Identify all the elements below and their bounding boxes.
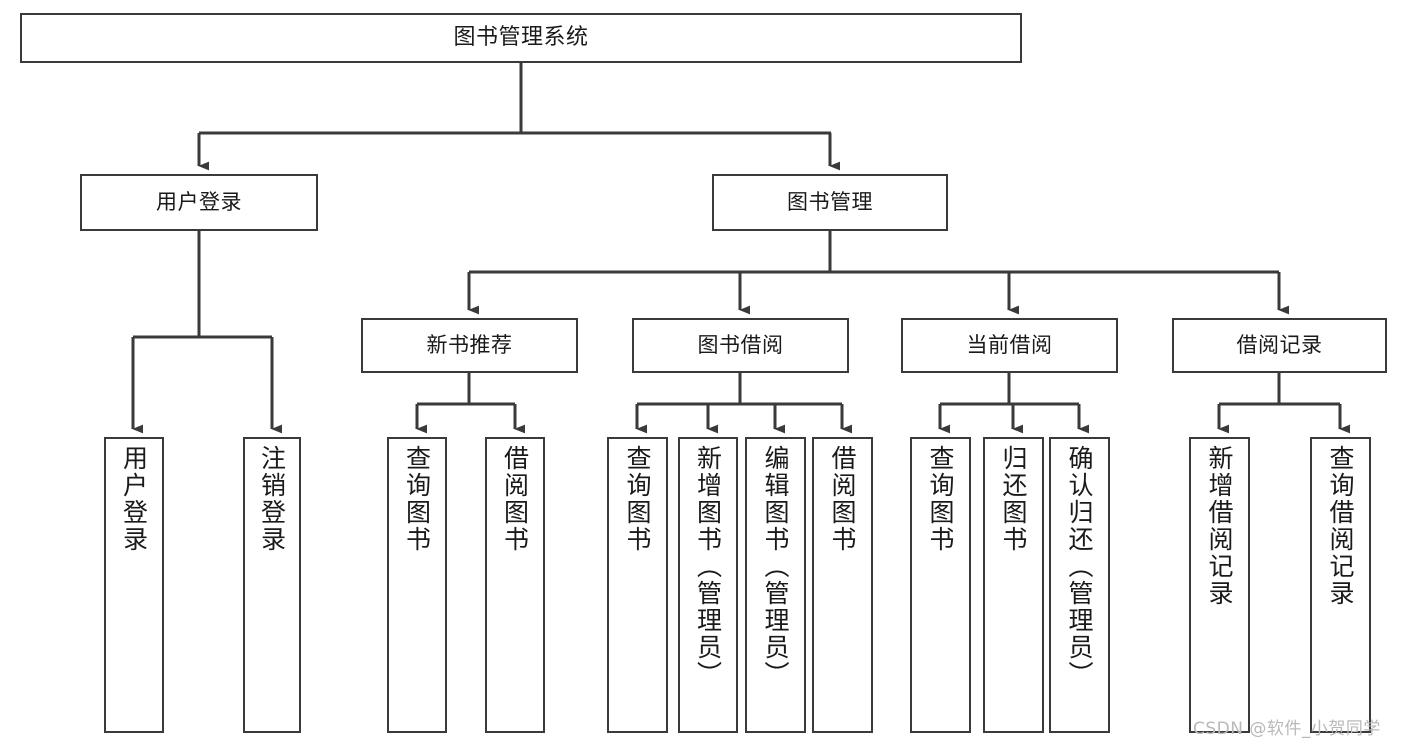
node-leaf-return-book[interactable]: 归还图书 [983, 437, 1044, 733]
node-root-label: 图书管理系统 [453, 25, 589, 51]
node-leaf-return-book-label: 归还图书 [999, 445, 1028, 553]
node-leaf-borrow-book-1[interactable]: 借阅图书 [485, 437, 545, 733]
node-leaf-user-login[interactable]: 用户登录 [104, 437, 164, 733]
node-leaf-add-record-label: 新增借阅记录 [1205, 445, 1234, 607]
node-leaf-query-book-3[interactable]: 查询图书 [910, 437, 971, 733]
node-leaf-query-book-3-label: 查询图书 [926, 445, 955, 553]
node-leaf-query-book-1[interactable]: 查询图书 [387, 437, 447, 733]
node-leaf-query-record-label: 查询借阅记录 [1326, 445, 1355, 607]
node-current-borrow[interactable]: 当前借阅 [901, 318, 1118, 373]
node-book-borrow-label: 图书借阅 [697, 332, 784, 357]
node-leaf-query-book-2[interactable]: 查询图书 [607, 437, 668, 733]
node-user-login-label: 用户登录 [156, 189, 242, 214]
node-new-book-rec[interactable]: 新书推荐 [361, 318, 578, 373]
node-user-login[interactable]: 用户登录 [80, 174, 318, 231]
node-leaf-confirm-return-label: 确认归还（管理员） [1065, 445, 1094, 688]
node-leaf-add-record[interactable]: 新增借阅记录 [1189, 437, 1250, 733]
node-leaf-add-book[interactable]: 新增图书（管理员） [678, 437, 738, 733]
node-leaf-borrow-book-2[interactable]: 借阅图书 [812, 437, 873, 733]
node-leaf-borrow-book-1-label: 借阅图书 [500, 445, 530, 553]
node-root[interactable]: 图书管理系统 [20, 13, 1022, 63]
csdn-watermark: CSDN @软件_小贺同学 [1193, 719, 1381, 739]
node-book-manage[interactable]: 图书管理 [712, 174, 948, 231]
node-borrow-record-label: 借阅记录 [1236, 332, 1323, 357]
node-leaf-query-record[interactable]: 查询借阅记录 [1310, 437, 1371, 733]
node-new-book-rec-label: 新书推荐 [426, 332, 513, 357]
node-leaf-query-book-2-label: 查询图书 [623, 445, 652, 553]
node-book-borrow[interactable]: 图书借阅 [632, 318, 849, 373]
node-leaf-user-logout-label: 注销登录 [257, 445, 287, 553]
node-leaf-user-logout[interactable]: 注销登录 [243, 437, 301, 733]
node-leaf-query-book-1-label: 查询图书 [402, 445, 432, 553]
node-book-manage-label: 图书管理 [787, 189, 873, 214]
node-leaf-edit-book[interactable]: 编辑图书（管理员） [745, 437, 806, 733]
node-leaf-user-login-label: 用户登录 [119, 445, 149, 553]
node-leaf-edit-book-label: 编辑图书（管理员） [761, 445, 790, 688]
node-borrow-record[interactable]: 借阅记录 [1172, 318, 1387, 373]
node-leaf-confirm-return[interactable]: 确认归还（管理员） [1049, 437, 1110, 733]
node-current-borrow-label: 当前借阅 [966, 332, 1053, 357]
node-leaf-borrow-book-2-label: 借阅图书 [828, 445, 857, 553]
node-leaf-add-book-label: 新增图书（管理员） [693, 445, 723, 688]
